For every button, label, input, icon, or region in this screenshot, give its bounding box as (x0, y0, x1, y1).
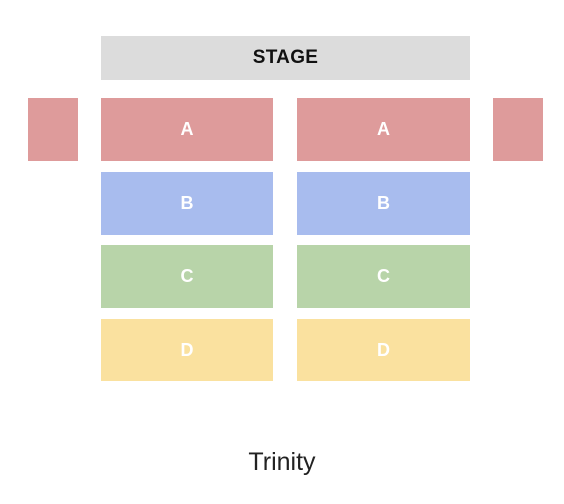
section-c-right[interactable]: C (297, 245, 470, 308)
section-b-right-label: B (377, 193, 390, 213)
section-a-left[interactable]: A (101, 98, 273, 161)
section-b-left-label: B (180, 193, 194, 213)
section-c-left-label: C (180, 266, 194, 286)
section-a-left-label: A (180, 119, 194, 139)
section-a-right[interactable]: A (297, 98, 470, 161)
section-c-right-label: C (377, 266, 390, 286)
section-b-right[interactable]: B (297, 172, 470, 235)
section-b-left[interactable]: B (101, 172, 273, 235)
section-d-right-label: D (377, 339, 390, 360)
side-section-left[interactable] (28, 98, 78, 161)
side-section-right[interactable] (493, 98, 543, 161)
stage: STAGE (101, 36, 470, 80)
section-d-right[interactable]: D (297, 319, 470, 381)
section-a-right-label: A (377, 119, 390, 139)
stage-label: STAGE (252, 47, 319, 68)
venue-name: Trinity (248, 448, 316, 476)
section-c-left[interactable]: C (101, 245, 273, 308)
section-d-left-label: D (180, 339, 194, 360)
section-d-left[interactable]: D (101, 319, 273, 381)
